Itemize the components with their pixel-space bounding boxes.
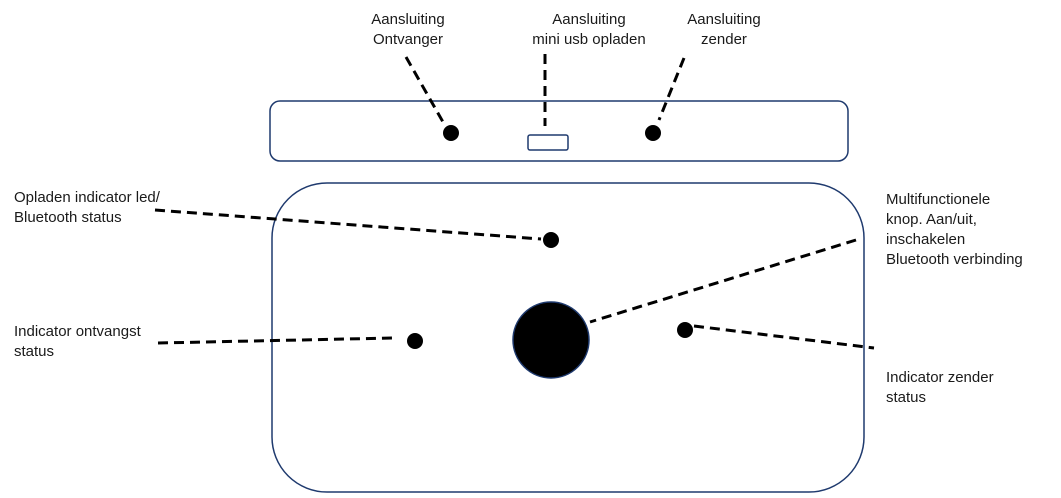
device-top-edge xyxy=(269,100,849,162)
leader-receive-indicator xyxy=(157,336,395,345)
label-receive-indicator: Indicator ontvangst status xyxy=(14,322,141,362)
transmitter-port-dot xyxy=(645,125,661,141)
label-receiver-port-line1: Aansluiting xyxy=(371,11,445,28)
leader-multifunction-button xyxy=(589,238,857,324)
label-transmitter-port: Aansluiting zender xyxy=(687,10,760,50)
multifunction-button-circle xyxy=(512,301,590,379)
label-transmit-indicator: Indicator zender status xyxy=(886,368,994,408)
label-charging-led: Opladen indicator led/ Bluetooth status xyxy=(14,188,160,228)
label-multifunction-button: Multifunctionele knop. Aan/uit, inschake… xyxy=(886,190,1023,270)
leader-charging-led xyxy=(154,208,542,241)
label-transmitter-port-line2: zender xyxy=(701,31,747,48)
label-charging-led-line2: Bluetooth status xyxy=(14,209,122,226)
label-transmit-indicator-line1: Indicator zender xyxy=(886,369,994,386)
label-multifunction-button-line2: knop. Aan/uit, xyxy=(886,211,977,228)
label-receive-indicator-line1: Indicator ontvangst xyxy=(14,323,141,340)
label-usb-port-line1: Aansluiting xyxy=(552,11,626,28)
label-receive-indicator-line2: status xyxy=(14,343,55,360)
leader-transmit-indicator xyxy=(693,324,875,350)
label-receiver-port: Aansluiting Ontvanger xyxy=(371,10,444,50)
leader-receiver-port xyxy=(404,56,445,123)
usb-port-slot xyxy=(527,134,569,151)
label-usb-port: Aansluiting mini usb opladen xyxy=(532,10,645,50)
leader-transmitter-port xyxy=(657,57,686,121)
receiver-port-dot xyxy=(443,125,459,141)
label-transmitter-port-line1: Aansluiting xyxy=(687,11,761,28)
label-charging-led-line1: Opladen indicator led/ xyxy=(14,189,160,206)
label-multifunction-button-line4: Bluetooth verbinding xyxy=(886,251,1023,268)
label-receiver-port-line2: Ontvanger xyxy=(372,31,444,48)
label-transmit-indicator-line2: status xyxy=(886,389,927,406)
transmit-indicator-dot xyxy=(677,322,693,338)
receive-indicator-dot xyxy=(407,333,423,349)
label-multifunction-button-line3: inschakelen xyxy=(886,231,966,248)
device-front-face xyxy=(271,182,865,493)
label-multifunction-button-line1: Multifunctionele xyxy=(886,191,991,208)
charging-led-dot xyxy=(543,232,559,248)
label-usb-port-line2: mini usb opladen xyxy=(532,31,646,48)
